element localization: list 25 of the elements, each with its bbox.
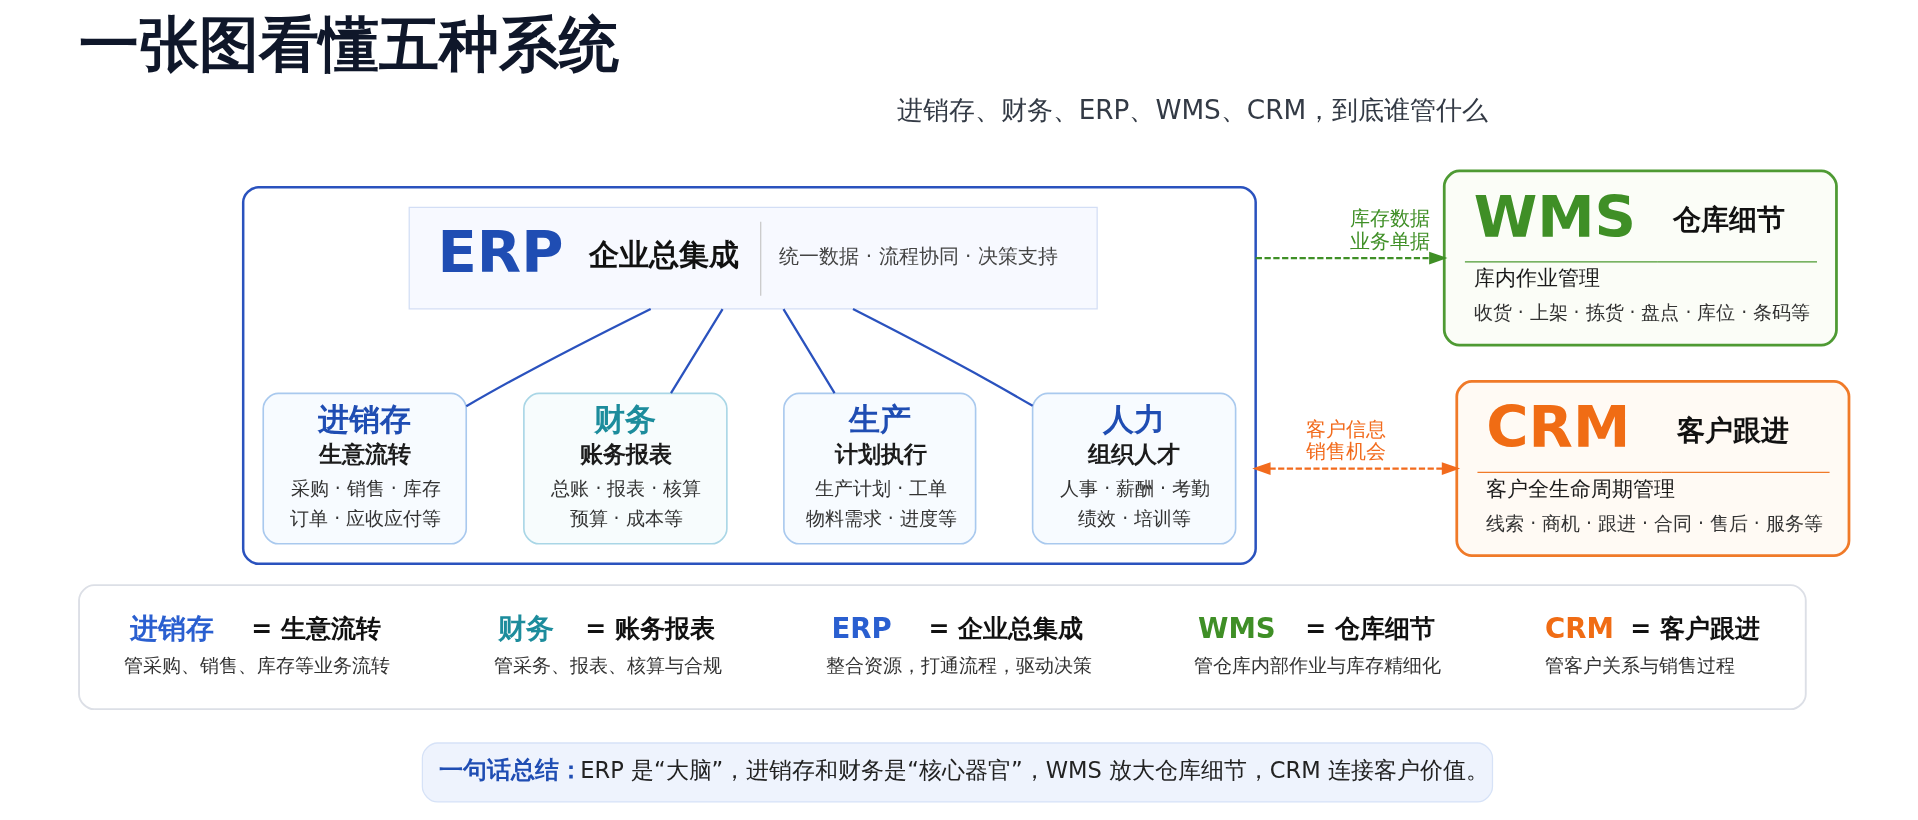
node-text: WMS = 仓库细节 管仓库内部作业与库存精细化 [1194,611,1442,677]
connector [852,308,1034,407]
node-box: ERP 企业总集成 统一数据 · 流程协同 · 决策支持 [408,206,1098,310]
diagram-title: 一张图看懂五种系统 [79,8,620,79]
node-text: ERP = 企业总集成 整合资源，打通流程，驱动决策 [825,611,1092,677]
label: 进销存、财务、ERP、WMS、CRM，到底谁管什么 [896,94,1489,125]
node-box: 财务 账务报表 总账 · 报表 · 核算 预算 · 成本等 [523,392,728,545]
caption: 一句话总结：ERP 是“大脑”，进销存和财务是“核心器官”，WMS 放大仓库细节，CRM 连接客户价值。 [438,755,1489,784]
edge-label: 客户信息销售机会 [1306,416,1387,464]
arrow [1252,462,1461,475]
node-box: 进销存 生意流转 采购 · 销售 · 库存 订单 · 应收应付等 [262,392,468,545]
connector [670,308,724,394]
node-box: 人力 组织人才 人事 · 薪酬 · 考勤 绩效 · 培训等 [1031,392,1237,545]
arrow [1255,251,1448,265]
node-box: 生产 计划执行 生产计划 · 工单 物料需求 · 进度等 [783,392,977,545]
cluster [241,186,1257,566]
cluster [78,584,1807,711]
connector [465,307,652,408]
edge-label: 库存数据业务单据 [1349,206,1430,253]
node-text: 财务 = 账务报表 管采务、报表、核算与合规 [493,611,722,677]
node-text: CRM = 客户跟进 管客户关系与销售过程 [1545,611,1761,677]
node-box: CRM 客户跟进 客户全生命周期管理 线索 · 商机 · 跟进 · 合同 · 售后 · 服务等 [1455,380,1851,558]
node-box: WMS 仓库细节 库内作业管理 收货 · 上架 · 拣货 · 盘点 · 库位 · 条码等 [1442,169,1838,347]
node-text: 进销存 = 生意流转 管采购、销售、库存等业务流转 [124,611,391,677]
connector [782,308,836,394]
